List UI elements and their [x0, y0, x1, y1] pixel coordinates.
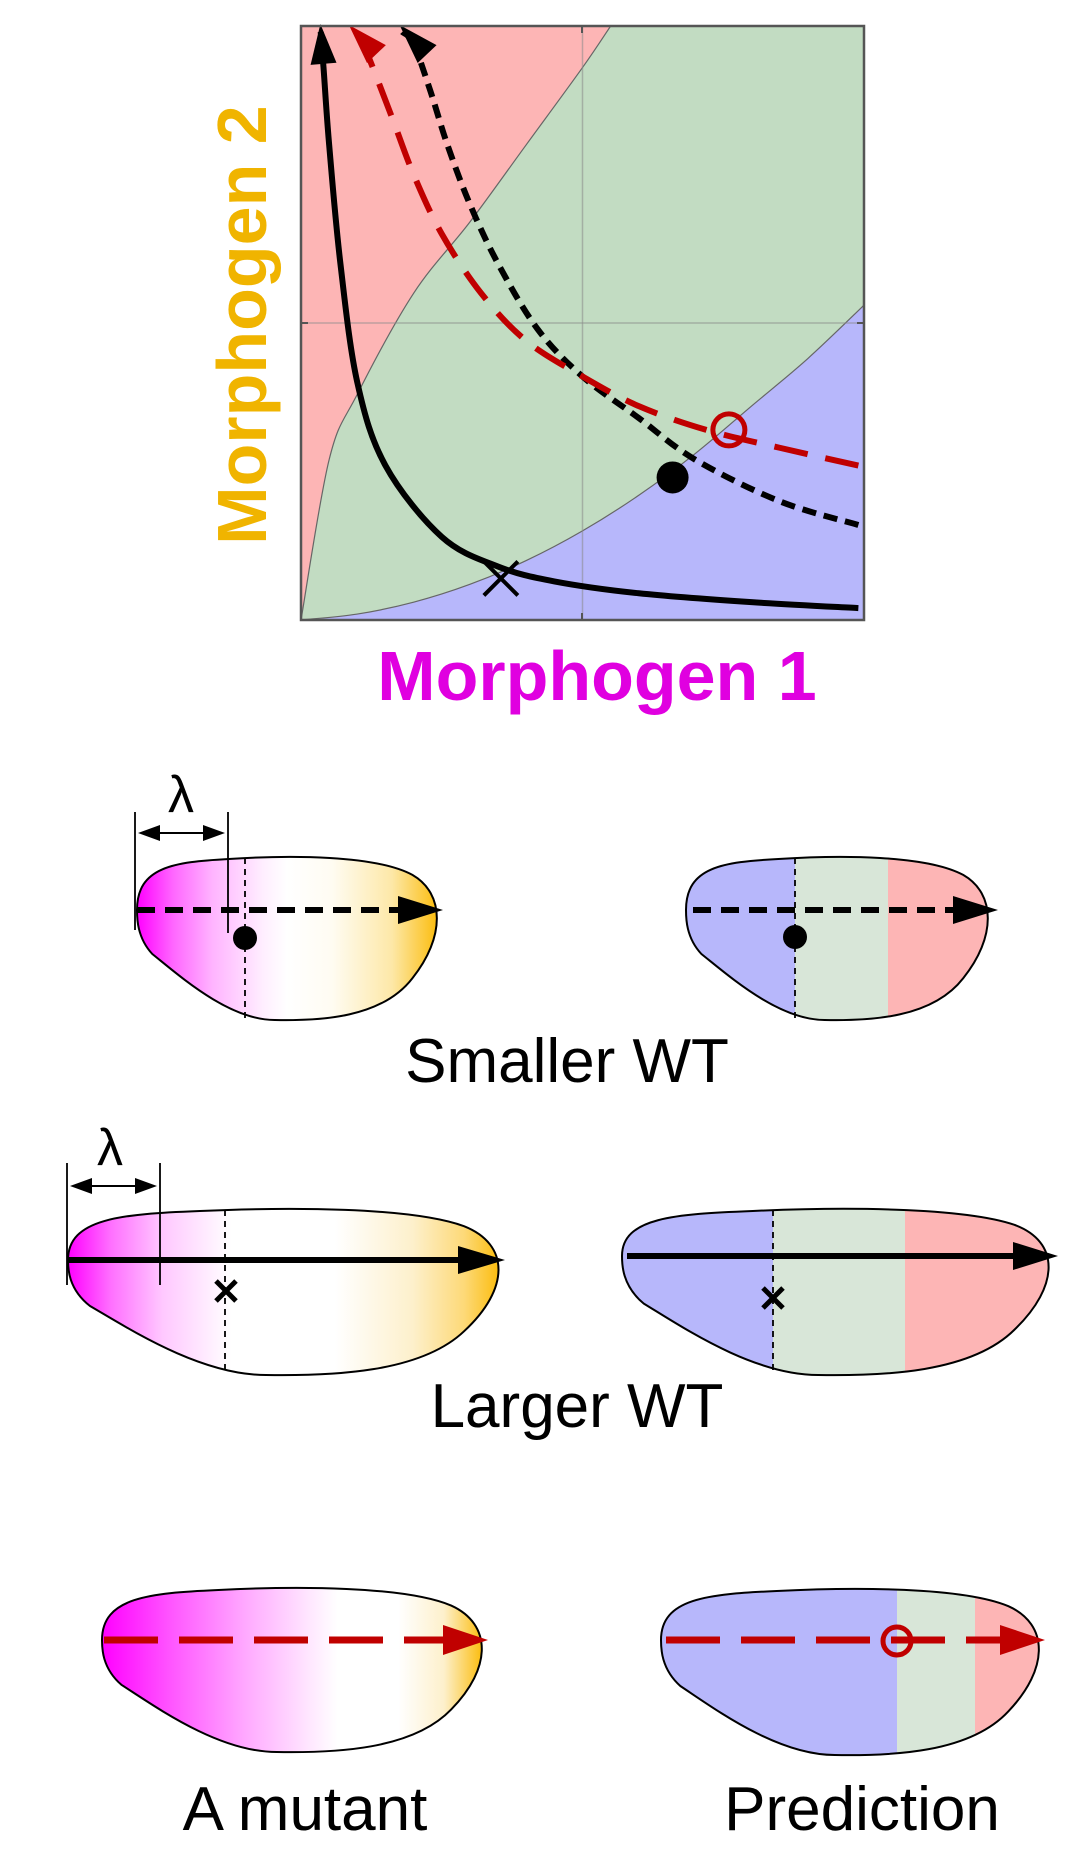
arrowhead-icon — [1013, 1242, 1058, 1270]
arrowhead-icon — [348, 25, 386, 64]
cross-marker — [482, 560, 520, 597]
fate-zone-blue — [686, 856, 795, 1021]
dot-marker — [233, 926, 257, 950]
embryo-outline — [620, 1207, 1050, 1377]
lambda-arrowhead-left-icon — [138, 825, 160, 841]
larger-wt-fate-embryo — [620, 1207, 1058, 1377]
open-circle-marker — [880, 1624, 914, 1658]
plot-markers — [482, 411, 748, 597]
arrowhead-icon — [458, 1246, 505, 1274]
smaller-wt-fate-embryo — [684, 855, 998, 1022]
x-axis-label: Morphogen 1 — [377, 637, 816, 715]
arrowhead-icon — [310, 23, 337, 65]
series-line-solid — [317, 31, 859, 612]
embryo-outline — [135, 855, 438, 1022]
arrowhead-icon — [953, 896, 998, 924]
larger-wt-row: λ Larger WT — [66, 1119, 1058, 1441]
region-blue — [301, 304, 864, 620]
fate-zone-green — [773, 1208, 905, 1376]
fate-zone-blue — [622, 1208, 773, 1376]
mutant-gradient-embryo — [100, 1586, 488, 1754]
mutant-row: A mutant Prediction — [100, 1586, 1045, 1844]
embryo-outline — [659, 1587, 1040, 1757]
cross-marker — [214, 1279, 238, 1303]
dot-marker — [783, 925, 807, 949]
lambda-arrowhead-left-icon — [70, 1178, 92, 1194]
phase-plot: Morphogen 1 Morphogen 2 — [203, 23, 866, 715]
lambda-arrowhead-right-icon — [203, 825, 225, 841]
caption-larger-wt: Larger WT — [431, 1372, 724, 1441]
fate-zone-blue — [661, 1588, 897, 1756]
caption-smaller-wt: Smaller WT — [405, 1027, 729, 1096]
caption-prediction: Prediction — [724, 1775, 1000, 1844]
cross-marker — [761, 1286, 785, 1310]
fate-zone-red — [888, 856, 988, 1021]
series-line-short-dash — [400, 29, 860, 528]
smaller-wt-gradient-embryo: λ — [134, 766, 443, 1022]
caption-mutant: A mutant — [183, 1775, 428, 1844]
embryo-outline — [684, 855, 989, 1022]
dot-marker — [656, 461, 689, 494]
arrowhead-icon — [398, 896, 443, 924]
lambda-arrowhead-right-icon — [135, 1178, 157, 1194]
series-line-long-dash — [349, 29, 860, 469]
embryo-outline — [66, 1207, 500, 1377]
larger-wt-gradient-embryo: λ — [66, 1119, 505, 1377]
trajectory-arrowheads — [310, 23, 437, 65]
arrowhead-icon — [1000, 1625, 1045, 1655]
y-axis-label: Morphogen 2 — [203, 105, 281, 544]
trajectory-series — [317, 29, 860, 612]
smaller-wt-row: λ Smaller WT — [134, 766, 998, 1096]
fate-zone-red — [905, 1208, 1049, 1376]
lambda-label: λ — [97, 1119, 123, 1177]
arrowhead-icon — [443, 1625, 488, 1655]
arrowhead-icon — [399, 25, 437, 64]
fate-zone-green — [897, 1588, 975, 1756]
fate-zone-green — [795, 856, 888, 1021]
embryo-outline — [100, 1586, 483, 1754]
lambda-label: λ — [168, 766, 194, 824]
open-circle-marker — [710, 411, 748, 449]
fate-zone-red — [975, 1588, 1039, 1756]
prediction-fate-embryo — [659, 1587, 1045, 1757]
